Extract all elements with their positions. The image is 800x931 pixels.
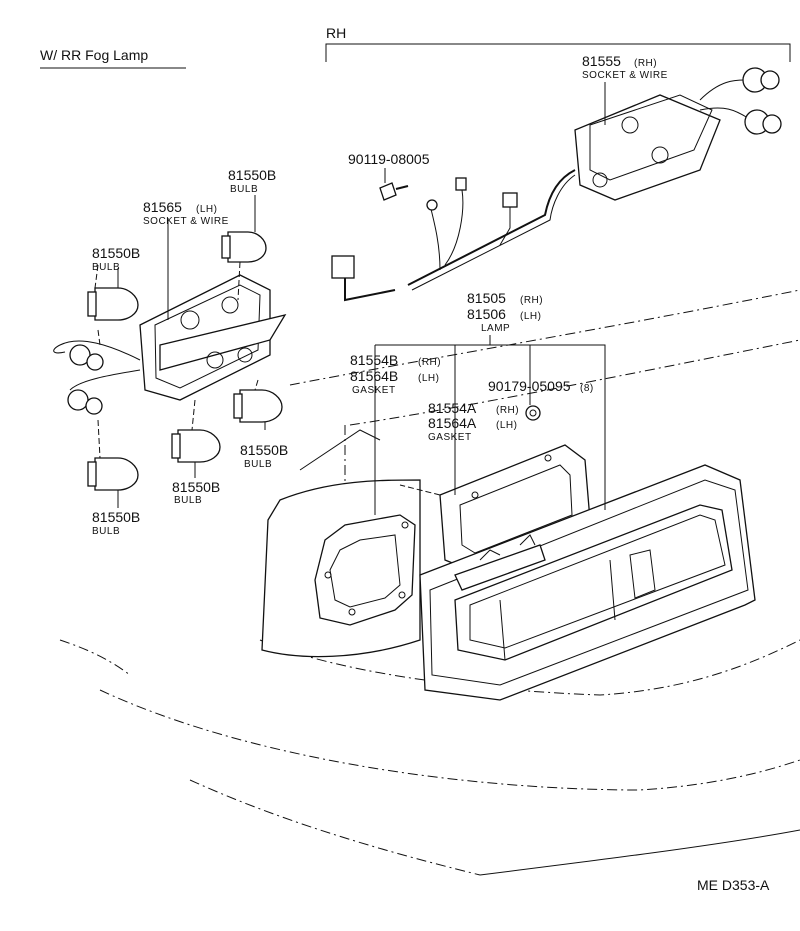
bulb-icon-mid-right <box>233 389 283 423</box>
callout-lamp: 81505 (RH) 81506 (LH) LAMP <box>467 290 543 334</box>
callout-bulb-mid-right: 81550B BULB <box>240 442 288 470</box>
bulb-mid-left-number: 81550B <box>172 479 220 495</box>
bulb-left-desc: BULB <box>92 262 120 273</box>
terminal-clip-icon <box>455 177 467 191</box>
nut-number: 90179-05095 <box>488 378 571 394</box>
bulb-icon-mid-left <box>171 429 221 463</box>
svg-text:81555: 81555 <box>582 53 621 69</box>
bulb-mid-right-desc: BULB <box>244 459 272 470</box>
side-label: RH <box>326 25 346 41</box>
socket-rh-number: 81555 <box>582 53 621 69</box>
callout-socket-lh: 81565 (LH) SOCKET & WIRE <box>143 199 229 227</box>
callout-nut: 90179-05095 (8) <box>488 378 594 394</box>
gasket-b-desc: GASKET <box>352 385 396 396</box>
gasket-a-desc: GASKET <box>428 432 472 443</box>
gasket-a-number-lh: 81564A <box>428 415 477 431</box>
screw-number: 90119-08005 <box>348 151 430 167</box>
callout-gasket-b: 81554B (RH) 81564B (LH) GASKET <box>350 352 441 396</box>
ground-terminal-icon <box>426 199 438 211</box>
socket-wire-rh <box>407 67 782 291</box>
gasket-b-suffix-rh: (RH) <box>418 357 441 368</box>
callout-bulb-mid-left: 81550B BULB <box>172 479 220 506</box>
connector-plug-icon <box>331 255 355 279</box>
callout-bulb-top: 81550B BULB <box>228 167 276 195</box>
gasket-b-number-lh: 81564B <box>350 368 398 384</box>
bulb-socket-rh-2 <box>744 109 782 135</box>
rh-bracket <box>325 43 791 62</box>
screw-icon <box>379 182 409 201</box>
lamp-suffix-rh: (RH) <box>520 295 543 306</box>
bulb-icon-top <box>221 231 267 263</box>
socket-lh-desc: SOCKET & WIRE <box>143 216 229 227</box>
leader-lines <box>94 82 606 515</box>
bulb-icon-bottom <box>87 457 139 491</box>
bulb-bottom-number: 81550B <box>92 509 140 525</box>
nut-qty: (8) <box>580 383 594 394</box>
bulb-top-desc: BULB <box>230 184 258 195</box>
bulb-mid-left-desc: BULB <box>174 495 202 506</box>
bulb-left-number: 81550B <box>92 245 140 261</box>
lamp-suffix-lh: (LH) <box>520 311 541 322</box>
callout-socket-rh: 81555 (RH) SOCKET & WIRE <box>582 53 668 81</box>
bulb-mid-right-number: 81550B <box>240 442 288 458</box>
bulb-socket-lh-1 <box>69 344 104 371</box>
bulb-bottom-desc: BULB <box>92 526 120 537</box>
socket-lh-suffix: (LH) <box>196 204 217 215</box>
variant-label: W/ RR Fog Lamp <box>40 47 148 63</box>
lamp-desc: LAMP <box>481 323 510 334</box>
diagram-code: ME D353-A <box>697 877 770 893</box>
tail-lamp-lens <box>419 464 756 701</box>
lamp-number-rh: 81505 <box>467 290 506 306</box>
bulb-socket-lh-2 <box>67 389 103 415</box>
gasket-a-suffix-lh: (LH) <box>496 420 517 431</box>
socket-rh-desc: SOCKET & WIRE <box>582 70 668 81</box>
bulb-socket-rh-1 <box>742 67 780 93</box>
connector-icon <box>502 192 518 208</box>
callout-bulb-bottom: 81550B BULB <box>92 509 140 537</box>
gasket-a-suffix-rh: (RH) <box>496 405 519 416</box>
nut-icon <box>525 405 541 421</box>
socket-wire-lh <box>53 274 287 415</box>
gasket-b-number-rh: 81554B <box>350 352 398 368</box>
gasket-a-number-rh: 81554A <box>428 400 477 416</box>
bulb-top-number: 81550B <box>228 167 276 183</box>
lamp-number-lh: 81506 <box>467 306 506 322</box>
bulb-icon-left <box>87 287 139 321</box>
gasket-b-suffix-lh: (LH) <box>418 373 439 384</box>
socket-lh-number: 81565 <box>143 199 182 215</box>
callout-gasket-a: 81554A (RH) 81564A (LH) GASKET <box>428 400 519 443</box>
callout-bulb-left: 81550B BULB <box>92 245 140 273</box>
wire-harness <box>331 177 518 302</box>
socket-rh-suffix: (RH) <box>634 58 657 69</box>
car-body-outline <box>59 289 800 876</box>
gasket-b-shape <box>314 514 416 626</box>
